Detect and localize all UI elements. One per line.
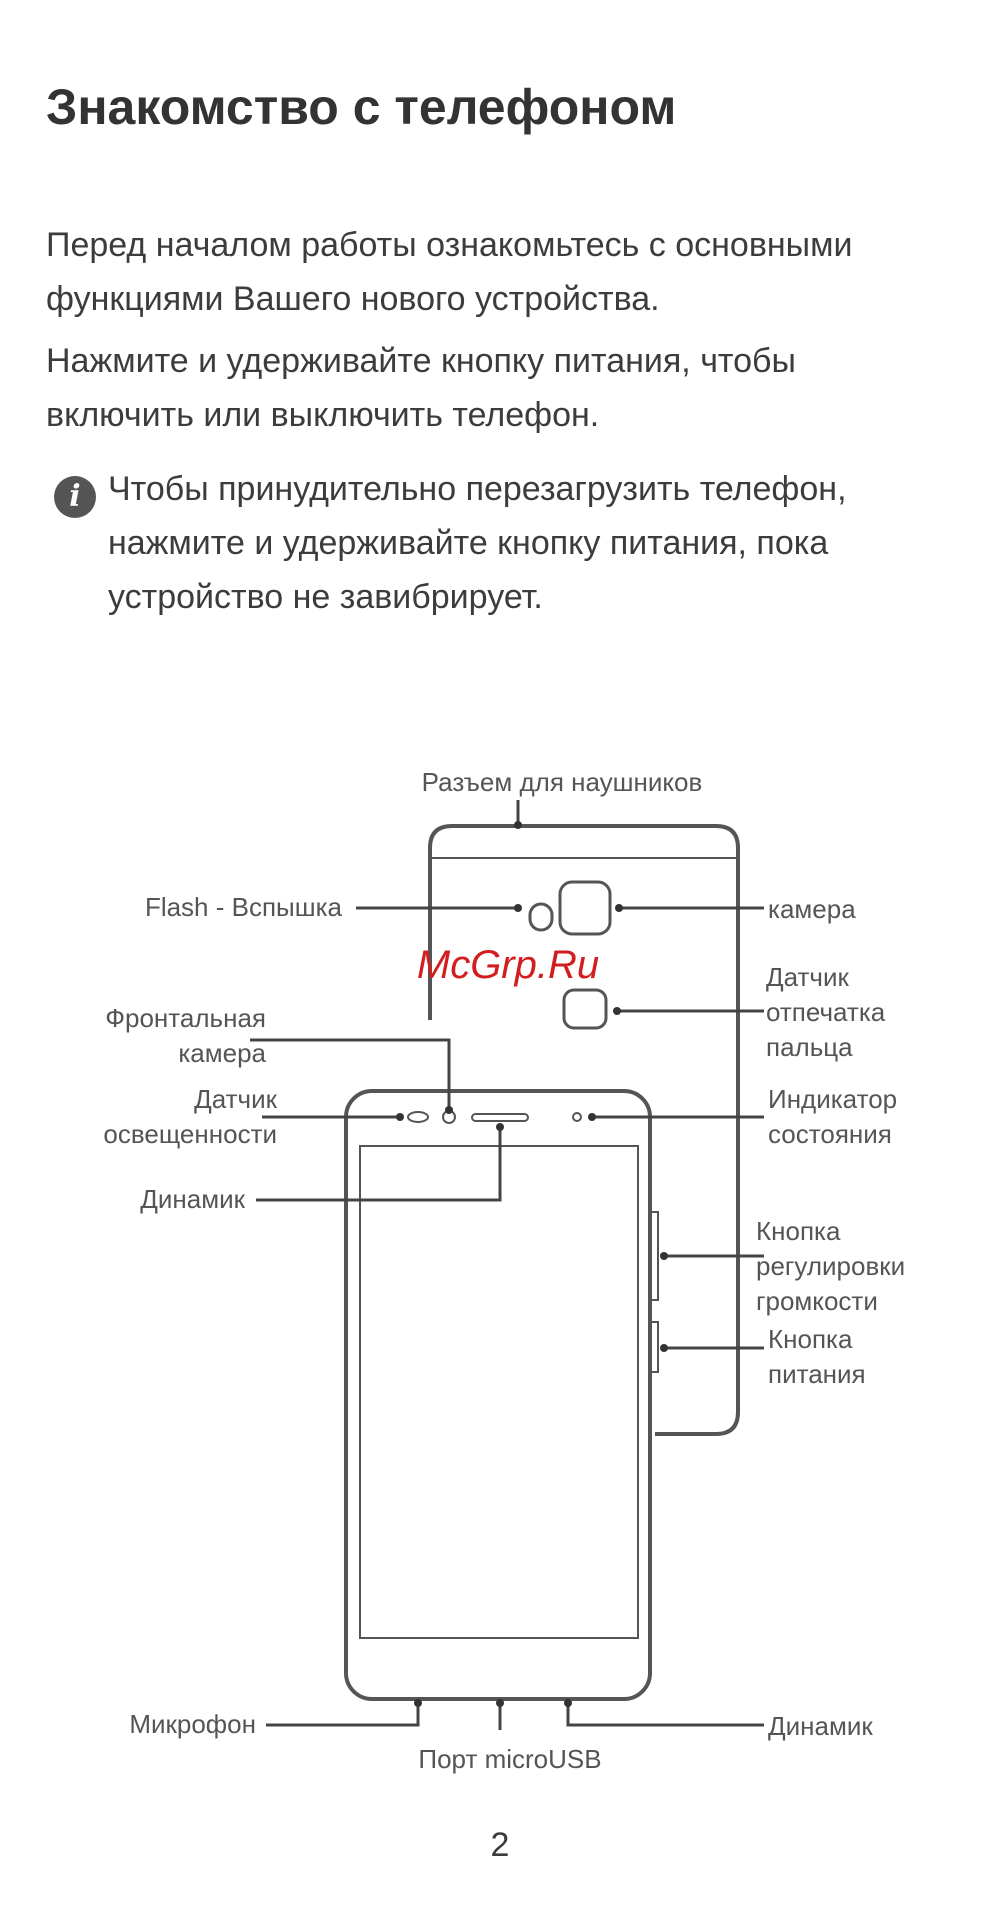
label-status-indicator-2: состояния (768, 1119, 892, 1149)
front-outline (344, 1089, 652, 1701)
label-front-camera-1: Фронтальная (105, 1003, 266, 1033)
page-title: Знакомство с телефоном (46, 79, 677, 135)
phone-front (344, 1089, 659, 1701)
fingerprint-sensor-shape (562, 988, 608, 1030)
label-light-sensor-1: Датчик (194, 1084, 277, 1114)
light-sensor-shape (407, 1111, 429, 1123)
label-front-camera-2: камера (178, 1038, 266, 1068)
label-earpiece: Динамик (140, 1184, 245, 1214)
label-volume-3: громкости (756, 1286, 878, 1316)
page-number: 2 (490, 1826, 510, 1864)
callout-dots (396, 821, 668, 1707)
label-power-2: питания (768, 1359, 866, 1389)
back-outline (428, 824, 740, 1436)
label-power-1: Кнопка (768, 1324, 853, 1354)
volume-button-shape (649, 1211, 659, 1301)
watermark: McGrp.Ru (417, 943, 599, 987)
label-fingerprint-1: Датчик (766, 962, 849, 992)
note-text: Чтобы принудительно перезагрузить телефо… (108, 470, 847, 616)
label-fingerprint-3: пальца (766, 1032, 853, 1062)
intro-paragraph: Перед началом работы ознакомьтесь с осно… (46, 226, 853, 318)
label-camera: камера (768, 894, 856, 924)
label-volume-1: Кнопка (756, 1216, 841, 1246)
label-headphone-jack: Разъем для наушников (422, 767, 703, 797)
power-paragraph: Нажмите и удерживайте кнопку питания, чт… (46, 342, 796, 434)
rear-camera-shape (558, 880, 612, 936)
earpiece-shape (471, 1113, 529, 1122)
label-volume-2: регулировки (756, 1251, 905, 1281)
label-microphone: Микрофон (129, 1709, 256, 1739)
label-status-indicator-1: Индикатор (768, 1084, 897, 1114)
label-speaker: Динамик (768, 1711, 873, 1741)
label-light-sensor-2: освещенности (103, 1119, 277, 1149)
info-icon: i (54, 476, 96, 518)
flash-shape (528, 902, 554, 932)
callout-lines (250, 800, 764, 1730)
phone-back (428, 824, 740, 1436)
label-flash: Flash - Вспышка (145, 892, 343, 922)
power-button-shape (649, 1321, 659, 1373)
status-led-shape (572, 1112, 582, 1122)
label-usb-port: Порт microUSB (418, 1744, 601, 1774)
label-fingerprint-2: отпечатка (766, 997, 886, 1027)
screen-shape (359, 1145, 639, 1639)
